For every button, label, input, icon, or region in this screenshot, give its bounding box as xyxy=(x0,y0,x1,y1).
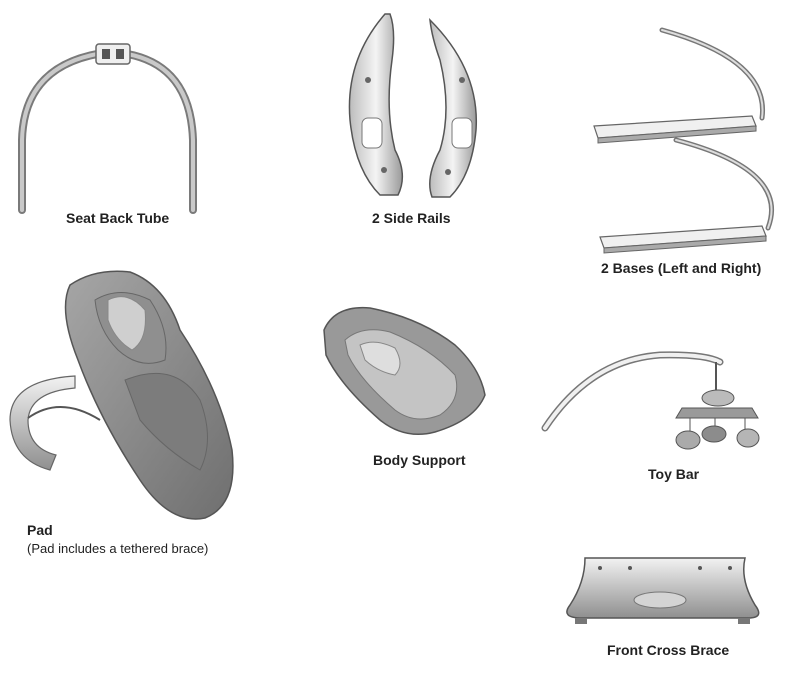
toy-bar-label: Toy Bar xyxy=(648,466,700,482)
pad-label: Pad xyxy=(27,522,53,538)
front-cross-brace-label: Front Cross Brace xyxy=(607,642,730,658)
bases-label: 2 Bases (Left and Right) xyxy=(601,260,762,276)
pad-note: (Pad includes a tethered brace) xyxy=(27,541,209,556)
side-rails-label: 2 Side Rails xyxy=(372,210,451,226)
body-support-label: Body Support xyxy=(373,452,466,468)
seat-back-tube-label: Seat Back Tube xyxy=(66,210,170,226)
